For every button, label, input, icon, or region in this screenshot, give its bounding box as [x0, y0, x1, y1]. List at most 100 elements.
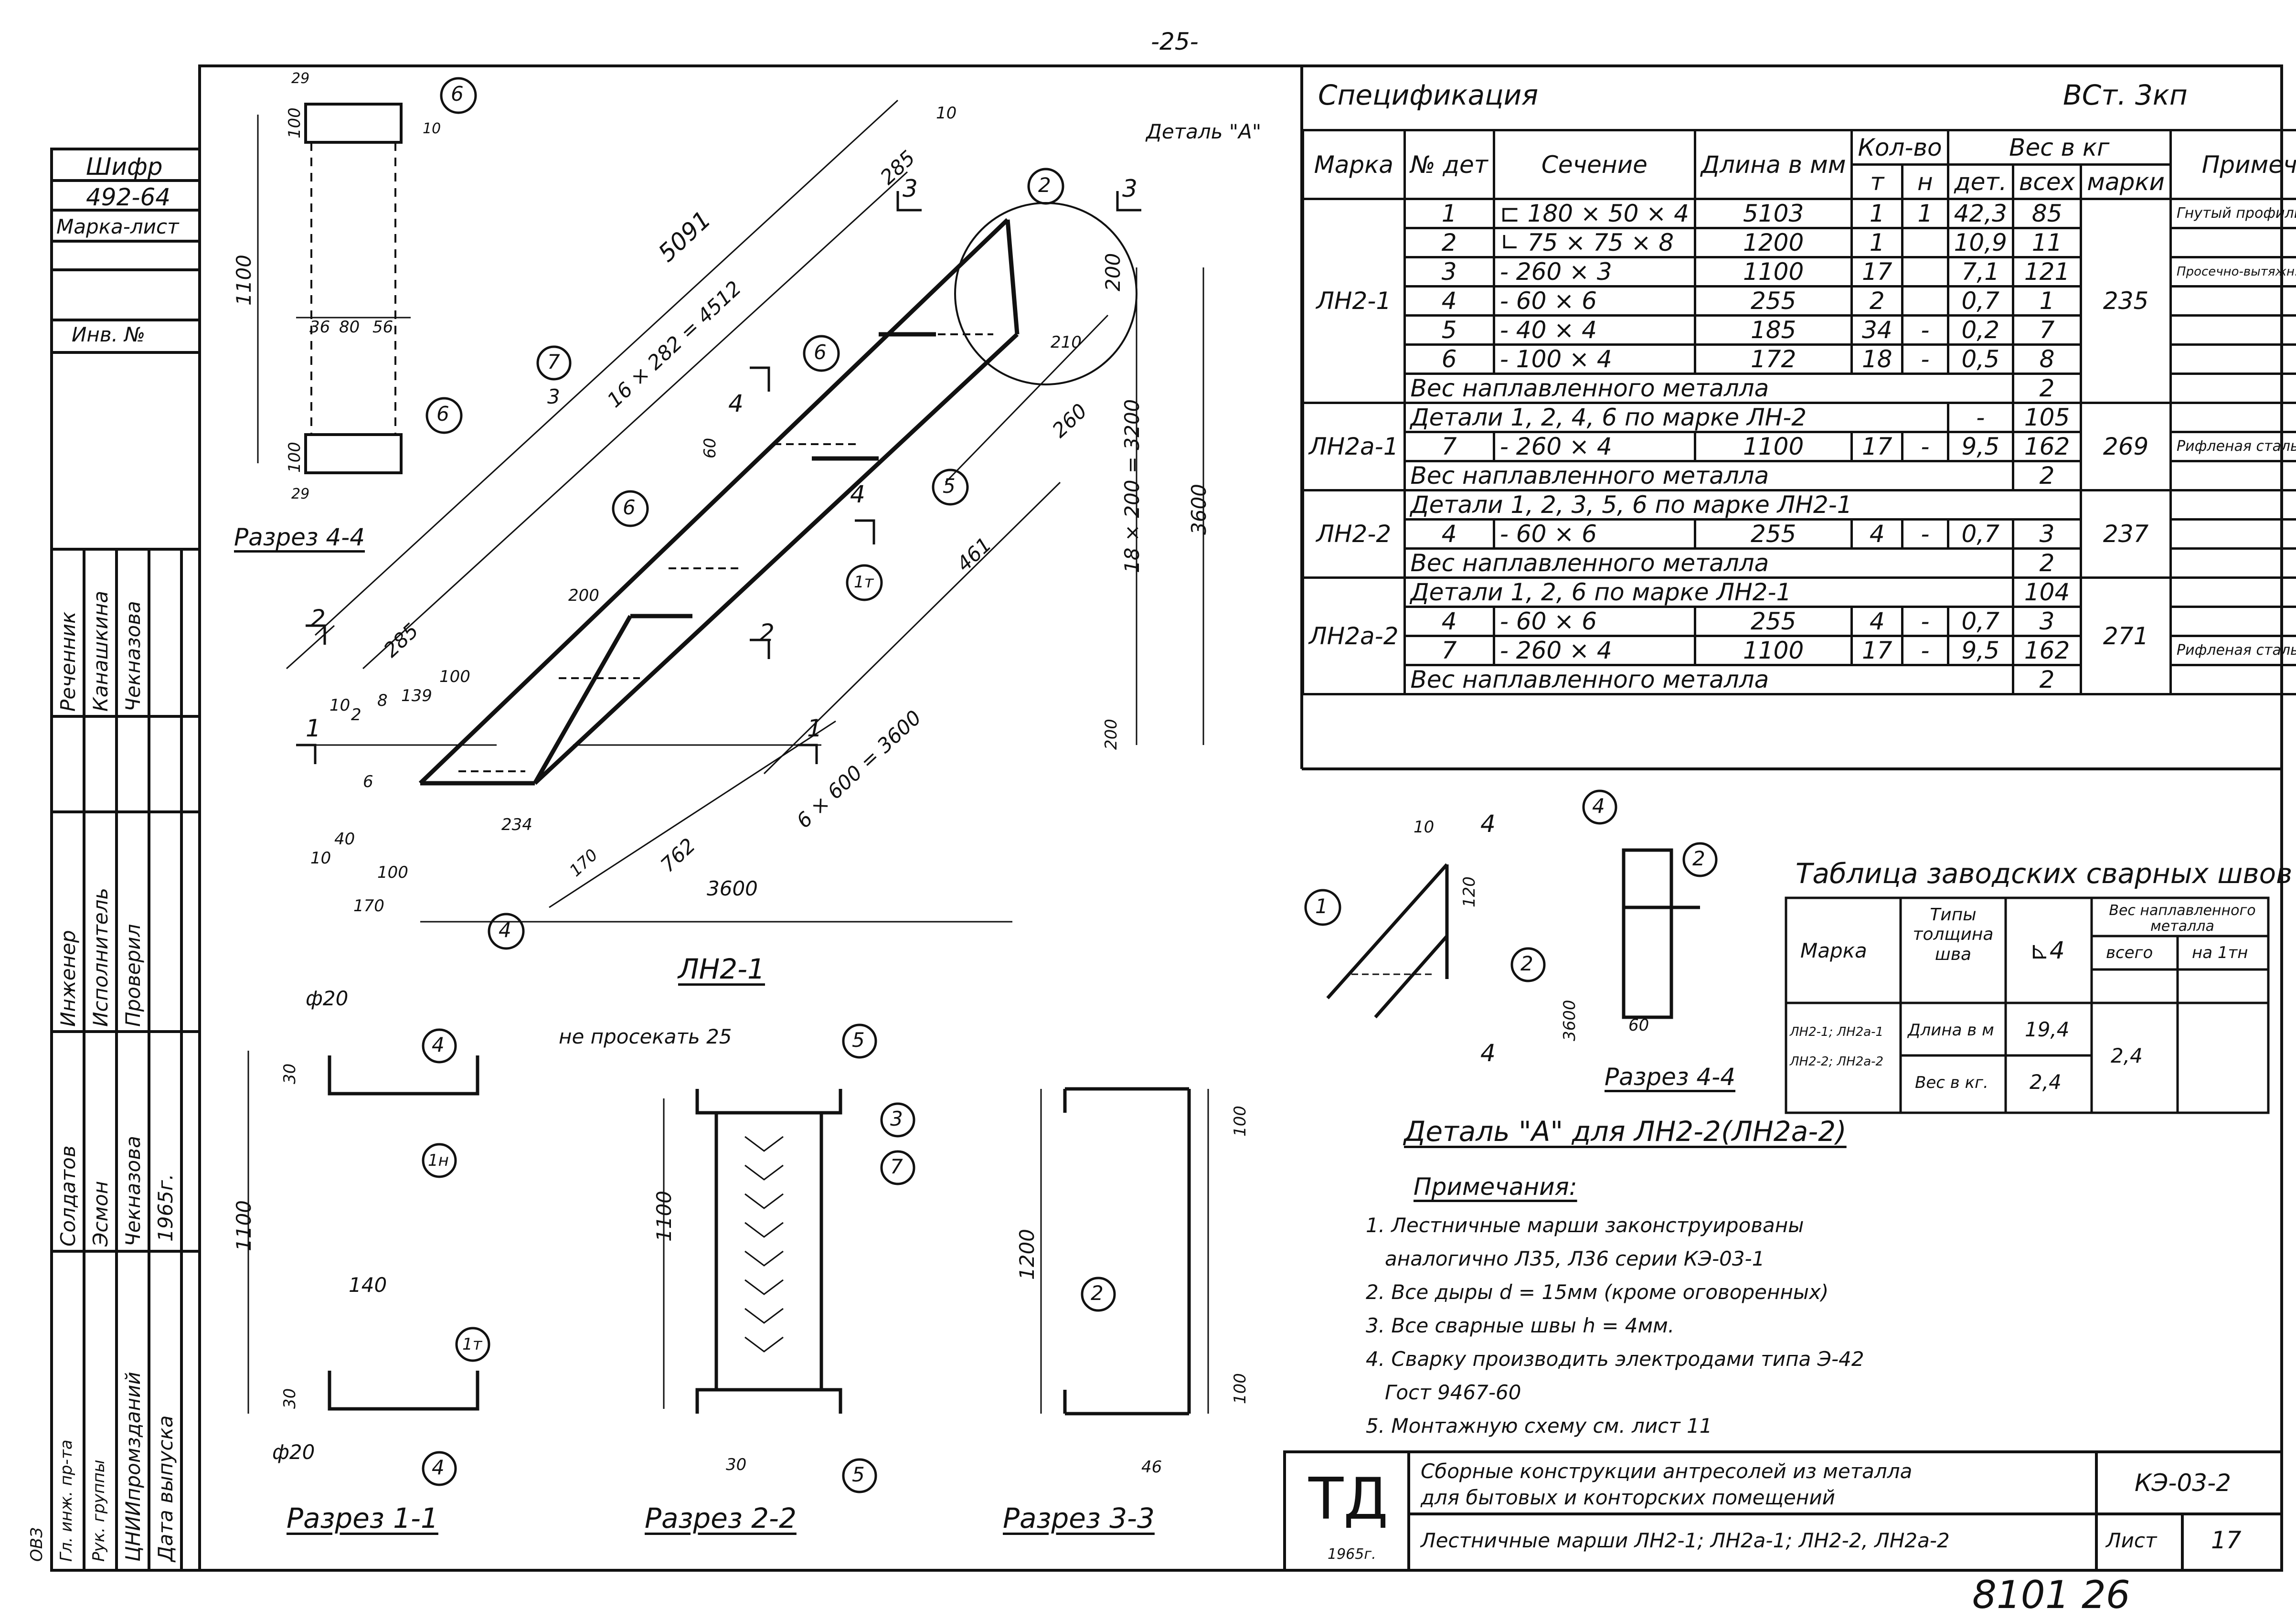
note-3: 3. Все сварные швы h = 4мм. — [1366, 1314, 1675, 1337]
cell: 105 — [2011, 402, 2083, 433]
cell: 1 — [2011, 285, 2083, 317]
cell: 2 — [2011, 547, 2083, 579]
note-1-cont: аналогично Л35, Л36 серии КЭ-03-1 — [1385, 1247, 1765, 1270]
dim-main-170b: 170 — [353, 896, 384, 916]
s33-dim-100-bottom: 100 — [1231, 1373, 1250, 1404]
cell: - 260 × 4 — [1492, 635, 1696, 666]
mark-sheet-label: Марка-лист — [56, 215, 179, 238]
section-mark-4-b: 4 — [850, 480, 865, 508]
cell — [2169, 373, 2296, 404]
s22-dim-30: 30 — [726, 1455, 747, 1474]
cell — [2169, 489, 2296, 521]
cell: 0,7 — [1946, 606, 2014, 637]
detail-mark-4-bottom: 4 — [1480, 1039, 1496, 1067]
s11-callout-1n: 1н — [428, 1151, 449, 1170]
archive-number: 8101 26 — [1972, 1573, 2130, 1617]
detail-a-title: Деталь "А" для ЛН2-2(ЛН2а-2) — [1404, 1115, 1847, 1148]
spec-row: Вес наплавленного металла 2 — [1303, 547, 2296, 579]
cell: 85 — [2011, 198, 2083, 229]
section-3-3-title: Разрез 3-3 — [1003, 1502, 1155, 1534]
spec-mark-lm2a1: ЛН2а-1 — [1302, 402, 1406, 491]
s11-callout-4-b: 4 — [432, 1456, 445, 1479]
callout-2-main: 2 — [1038, 173, 1051, 197]
cell: - — [1901, 314, 1949, 346]
dim-main-200-b: 200 — [568, 586, 599, 605]
spec-details-lm2a2: Детали 1, 2, 6 по марке ЛН2-1 — [1403, 576, 2014, 608]
spec-details-lm22: Детали 1, 2, 3, 5, 6 по марке ЛН2-1 — [1403, 489, 2083, 521]
cell: 9,5 — [1946, 431, 2014, 462]
role-checked: Проверил — [121, 924, 145, 1027]
spec-row: ЛН2а-1 Детали 1, 2, 4, 6 по марке ЛН-2 -… — [1302, 402, 2296, 491]
cell: 17 — [1850, 431, 1904, 462]
spec-h-qty: Кол-во — [1850, 129, 1949, 166]
cell: 5103 — [1693, 198, 1853, 229]
spec-h-length: Длина в мм — [1693, 129, 1853, 200]
section-mark-2-b: 2 — [759, 619, 775, 647]
cell — [2169, 518, 2296, 550]
callout-6-main-b: 6 — [623, 496, 636, 519]
cell: ∟ 75 × 75 × 8 — [1492, 227, 1696, 258]
spec-row: 6 - 100 × 4 172 18 - 0,5 8 — [1303, 343, 2296, 375]
cell: 1 — [1901, 198, 1949, 229]
cell: 2 — [1850, 285, 1904, 317]
cell: 42,3 — [1946, 198, 2014, 229]
spec-steel: ВСт. 3кп — [2063, 79, 2188, 111]
spec-total-lm2a1: 269 — [2080, 402, 2172, 491]
doc-code: КЭ-03-2 — [2135, 1469, 2231, 1497]
cell: 2 — [1403, 227, 1495, 258]
name-bottom-1: Солдатов — [56, 1145, 80, 1246]
weld-length-val: 19,4 — [2025, 1018, 2070, 1041]
sheet-number: 17 — [2211, 1526, 2242, 1554]
spec-row: ЛН2-2 Детали 1, 2, 3, 5, 6 по марке ЛН2-… — [1302, 489, 2296, 579]
cell: 104 — [2011, 576, 2083, 608]
title-release-date: Дата выпуска — [154, 1415, 177, 1562]
inv-label: Инв. № — [72, 323, 146, 346]
spec-row: ЛН2а-2 Детали 1, 2, 6 по марке ЛН2-1 104… — [1302, 576, 2296, 695]
cell: 7 — [1403, 635, 1495, 666]
section-mark-2-a: 2 — [310, 605, 326, 632]
s11-dim-phi20-bottom: ф20 — [272, 1440, 315, 1464]
role-executor: Исполнитель — [89, 887, 112, 1027]
spec-row: 4 - 60 × 6 255 4 - 0,7 3 — [1303, 518, 2296, 550]
cell: 3 — [2011, 518, 2083, 550]
cell: 1100 — [1693, 431, 1853, 462]
main-view-title: ЛН2-1 — [678, 953, 765, 985]
cell: 7 — [1403, 431, 1495, 462]
title-subtitle: Лестничные марши ЛН2-1; ЛН2а-1; ЛН2-2, Л… — [1421, 1529, 1950, 1552]
s11-callout-4-a: 4 — [432, 1033, 445, 1056]
cell: 1 — [1850, 198, 1904, 229]
cell: 1 — [1403, 198, 1495, 229]
cell: - 260 × 3 — [1492, 256, 1696, 288]
cell: 4 — [1403, 606, 1495, 637]
cell: 10,9 — [1946, 227, 2014, 258]
detail-mark-4-top: 4 — [1480, 810, 1496, 838]
s22-callout-7: 7 — [890, 1155, 903, 1178]
weld-total-val: 2,4 — [2111, 1044, 2143, 1067]
cell: 255 — [1693, 285, 1853, 317]
callout-4-main: 4 — [499, 918, 511, 942]
section-mark-3-a: 3 — [903, 175, 918, 202]
cell: - 260 × 4 — [1492, 431, 1696, 462]
cell: - — [1901, 518, 1949, 550]
s11-callout-1t: 1т — [462, 1335, 482, 1354]
title-chief-engineer: Гл. инж. пр-та — [57, 1439, 76, 1562]
weld-h-mark: Марка — [1800, 939, 1867, 962]
cell: 34 — [1850, 314, 1904, 346]
cell: Рифленая сталь — [2169, 431, 2296, 462]
cell: 121 — [2011, 256, 2083, 288]
detail-callout-1: 1 — [1315, 895, 1328, 918]
title-group-head: Рук. группы — [89, 1459, 108, 1562]
spec-table: Марка № дет Сечение Длина в мм Кол-во Ве… — [1302, 129, 2296, 695]
s33-dim-100-top: 100 — [1231, 1106, 1250, 1137]
dim-main-3600-v: 3600 — [1187, 484, 1211, 535]
cell: - — [1901, 606, 1949, 637]
s11-dim-1100: 1100 — [232, 1200, 255, 1251]
spec-weld-val-lm21: 2 — [2011, 373, 2083, 404]
cell: 172 — [1693, 343, 1853, 375]
spec-row: 7 - 260 × 4 1100 17 - 9,5 162 Рифленая с… — [1303, 431, 2296, 462]
spec-weld-lm2a1: Вес наплавленного металла — [1403, 460, 2014, 491]
callout-6-top: 6 — [451, 82, 464, 106]
dim-main-2: 2 — [351, 705, 361, 724]
dim-4-4-a: 100 — [285, 107, 304, 138]
weld-table-title: Таблица заводских сварных швов — [1796, 857, 2293, 890]
